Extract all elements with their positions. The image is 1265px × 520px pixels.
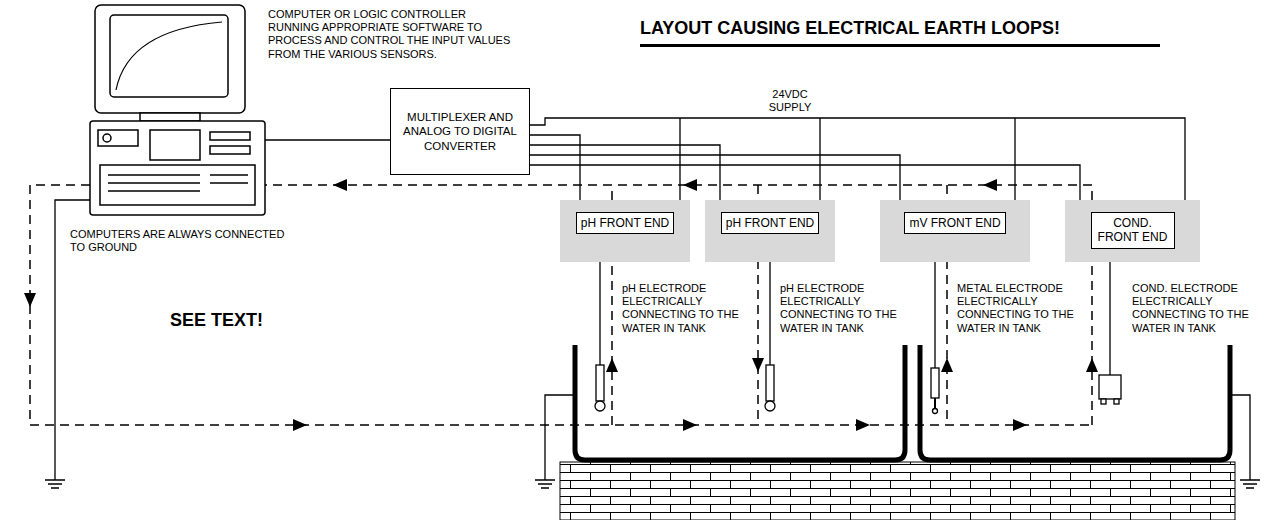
electrode-label: pH ELECTRODE ELECTRICALLY CONNECTING TO … (622, 282, 746, 335)
electrode-label: pH ELECTRODE ELECTRICALLY CONNECTING TO … (780, 282, 904, 335)
front-end-label: pH FRONT END (721, 212, 819, 234)
supply-wire (530, 118, 1185, 200)
data-cable (265, 139, 390, 140)
electrode-cable (600, 262, 1110, 375)
brick-wall (560, 462, 1235, 520)
ph-electrode (595, 365, 775, 411)
front-end-box: COND. FRONT END (1065, 200, 1200, 262)
earth-loop-path (30, 185, 1092, 425)
box-label: MULTIPLEXER AND ANALOG TO DIGITAL CONVER… (397, 110, 523, 153)
diagram-title: LAYOUT CAUSING ELECTRICAL EARTH LOOPS! (640, 18, 1060, 40)
supply-label: 24VDC SUPPLY (755, 88, 825, 114)
signal-wire (530, 145, 720, 200)
note-text: COMPUTER OR LOGIC CONTROLLER RUNNING APP… (268, 8, 513, 61)
ground-wire (55, 200, 1250, 480)
conductivity-electrode (1099, 375, 1121, 404)
signal-wire (530, 165, 1080, 200)
current-arrow (24, 179, 1098, 431)
front-end-label: COND. FRONT END (1091, 212, 1175, 249)
front-end-box: mV FRONT END (880, 200, 1030, 262)
electrode-label: COND. ELECTRODE ELECTRICALLY CONNECTING … (1132, 282, 1256, 335)
title-underline (640, 44, 1160, 47)
tank (575, 345, 905, 460)
front-end-label: pH FRONT END (576, 212, 674, 234)
signal-wire (530, 155, 900, 200)
front-end-box: pH FRONT END (705, 200, 835, 262)
computer-illustration (90, 5, 265, 215)
note-text: COMPUTERS ARE ALWAYS CONNECTED TO GROUND (70, 228, 285, 254)
metal-electrode (931, 368, 939, 414)
converter-box: MULTIPLEXER AND ANALOG TO DIGITAL CONVER… (390, 88, 530, 175)
tank (920, 345, 1230, 460)
note-text: SEE TEXT! (170, 310, 370, 332)
electrode-label: METAL ELECTRODE ELECTRICALLY CONNECTING … (957, 282, 1081, 335)
front-end-box: pH FRONT END (560, 200, 690, 262)
front-end-label: mV FRONT END (904, 212, 1005, 234)
